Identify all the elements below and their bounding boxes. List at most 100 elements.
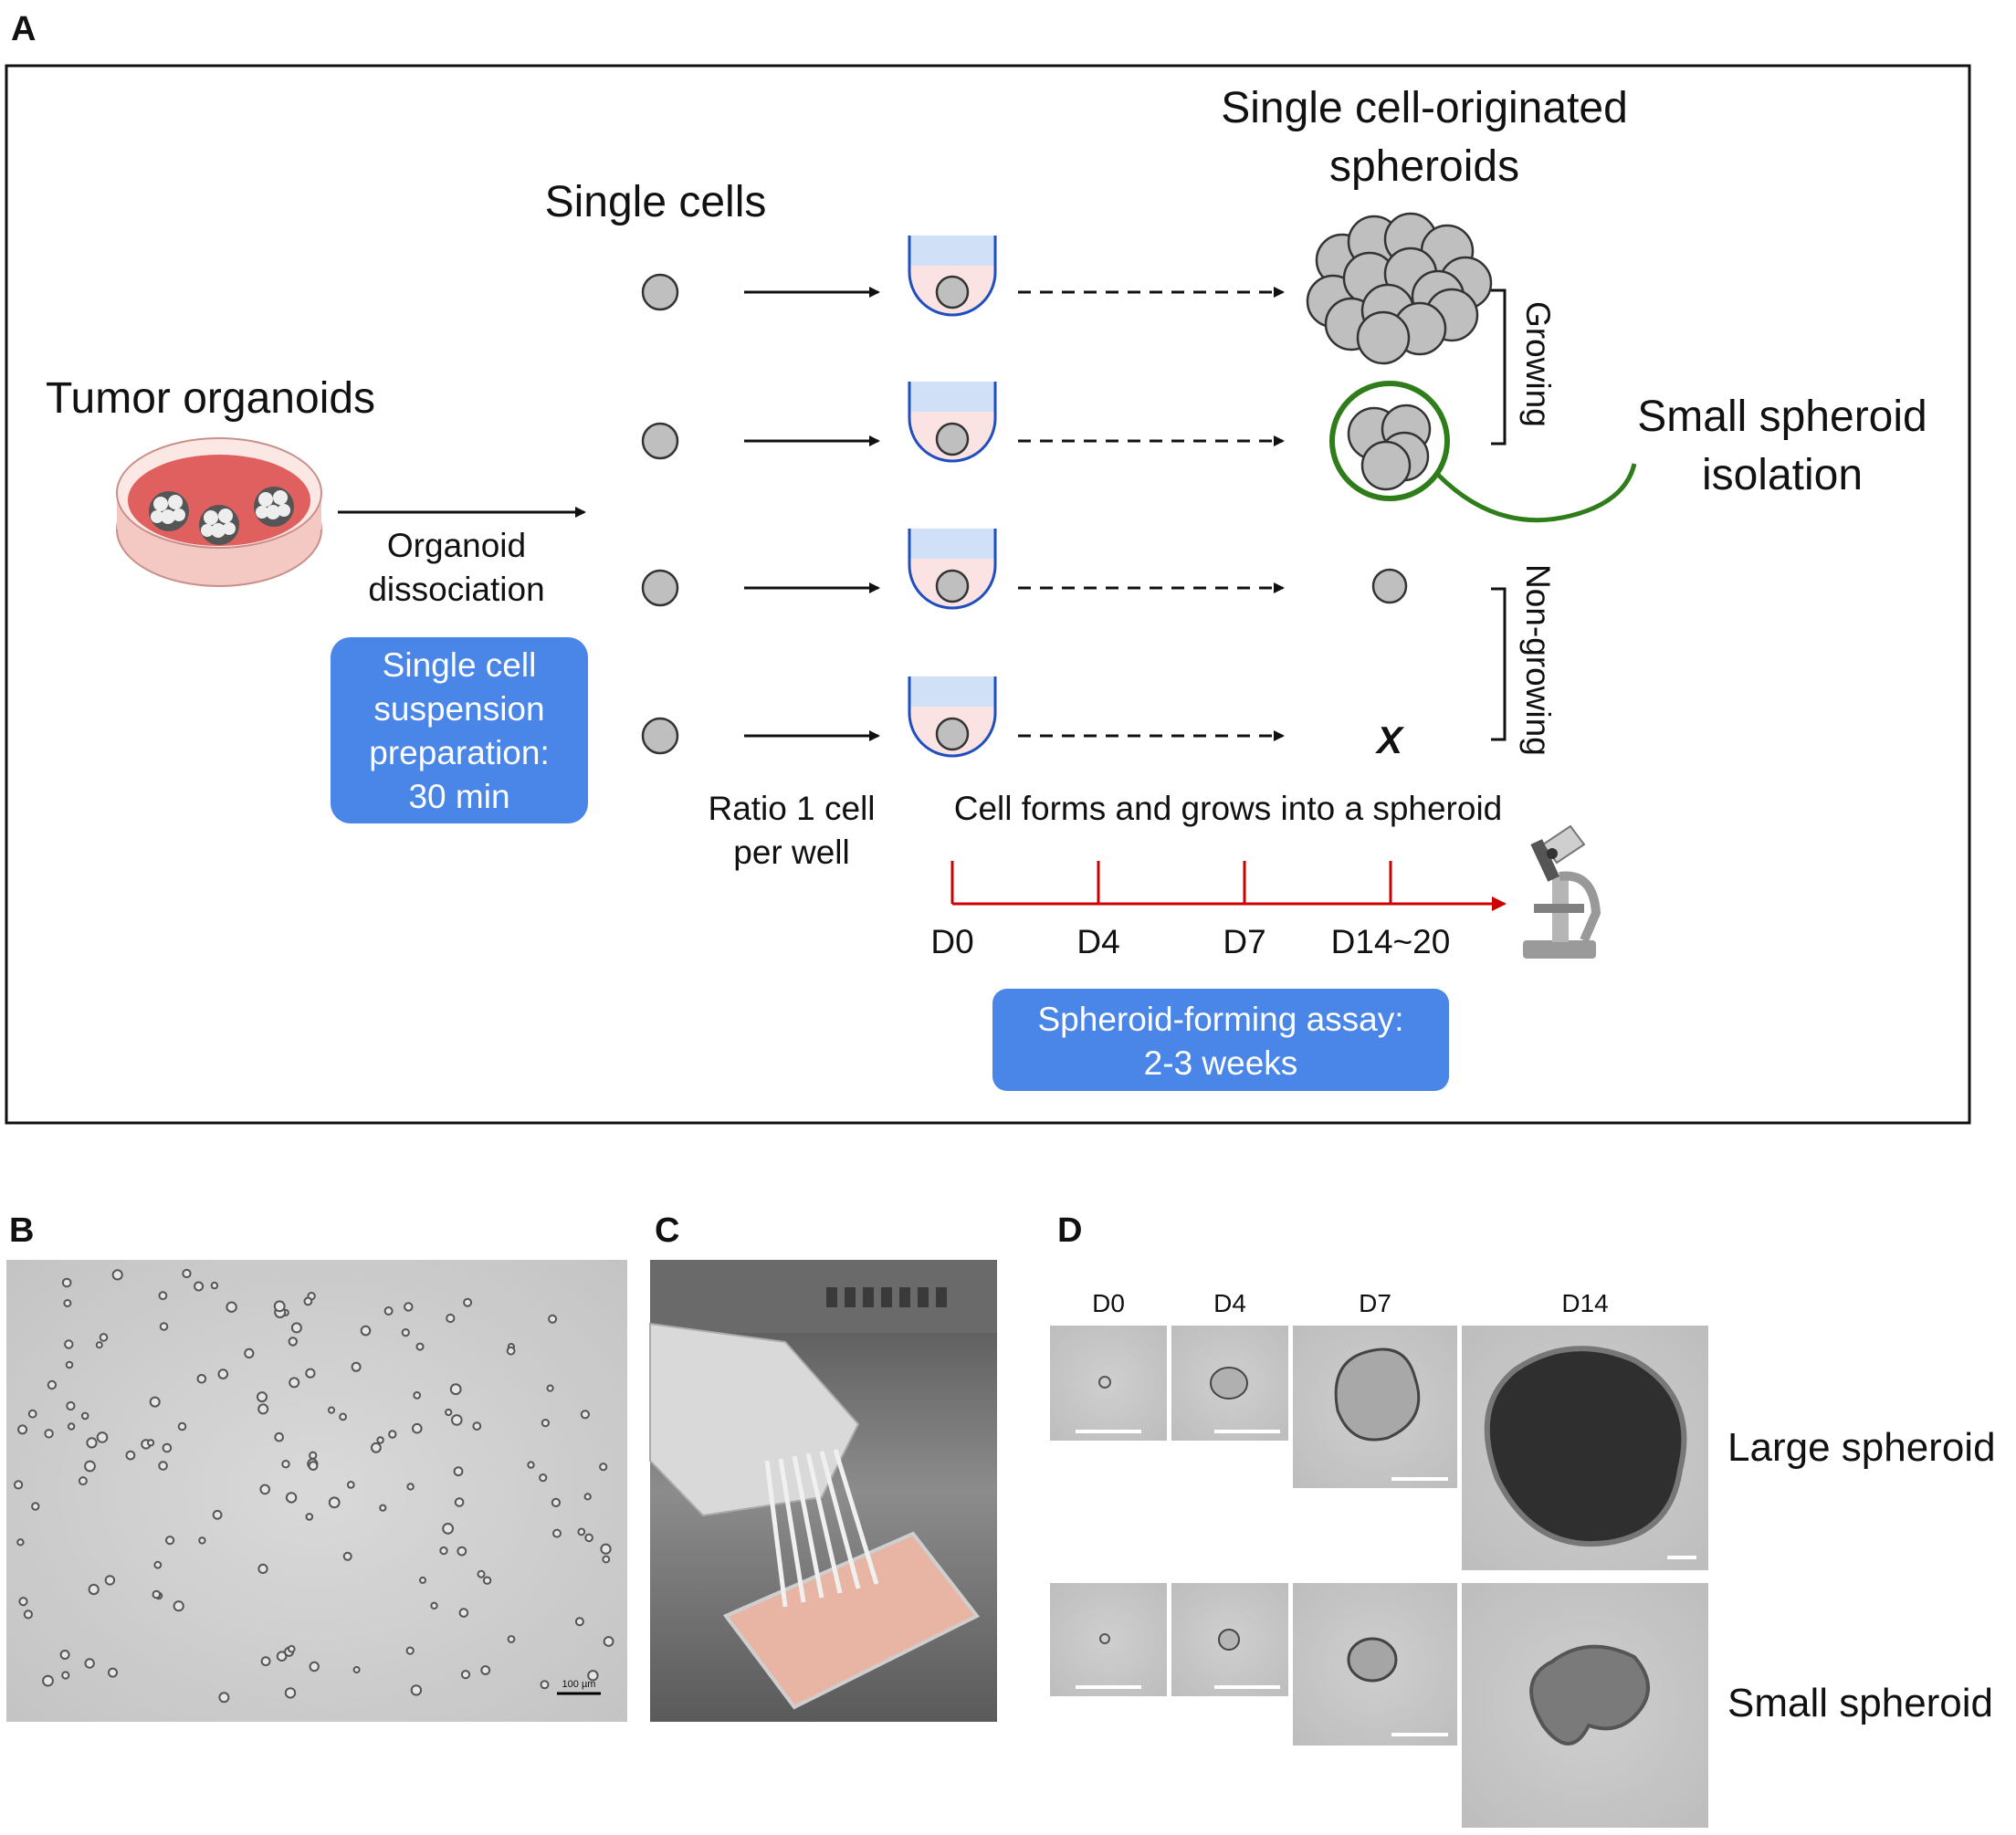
micro-tiles-large xyxy=(1050,1326,1708,1570)
assay-box-line1: Spheroid-forming assay: xyxy=(1037,1001,1403,1038)
cell-dot xyxy=(27,1409,37,1419)
spheroids-title-line2: spheroids xyxy=(1329,142,1519,191)
single-cell-row-1 xyxy=(641,236,1285,317)
cell-dot xyxy=(217,1368,229,1379)
photo-pipetting-plate xyxy=(649,1260,997,1722)
cell-dot xyxy=(406,1483,415,1491)
ratio-line2: per well xyxy=(733,834,850,871)
cell-dot xyxy=(259,1484,271,1495)
single-cell-row-4 xyxy=(641,676,1285,758)
cell-dot xyxy=(574,1617,584,1627)
timeline-day-0: D0 xyxy=(930,923,973,960)
cell-dot xyxy=(31,1502,40,1511)
cell-dot xyxy=(339,1412,348,1421)
cell-dot xyxy=(439,1546,448,1556)
cell-dot xyxy=(577,1527,586,1536)
cell-dot xyxy=(552,1528,562,1538)
cell-dot xyxy=(410,1684,423,1696)
cell-dot xyxy=(84,1658,95,1669)
cell-dot xyxy=(507,1635,516,1643)
cell-dot xyxy=(546,1384,554,1392)
cell-dot xyxy=(273,1300,286,1313)
cell-dot xyxy=(158,1461,168,1471)
cell-dot xyxy=(342,1551,352,1561)
organoid-dissociation-line1: Organoid xyxy=(387,527,526,564)
cell-dot xyxy=(388,1430,397,1439)
cell-dot xyxy=(587,1670,599,1682)
cell-dot xyxy=(551,1497,562,1508)
cell-forms-text: Cell forms and grows into a spheroid xyxy=(954,790,1503,827)
cell-dot xyxy=(413,1391,422,1400)
cell-dot xyxy=(458,1608,469,1618)
cell-dot xyxy=(99,1333,109,1342)
cell-dot xyxy=(111,1269,123,1281)
cell-dot xyxy=(104,1575,116,1586)
cell-dot xyxy=(260,1656,271,1667)
cell-dot xyxy=(257,1403,269,1415)
timeline-day-1: D4 xyxy=(1076,923,1119,960)
cell-dot xyxy=(162,1442,173,1453)
single-cell xyxy=(641,569,679,607)
cell-dot xyxy=(198,1536,206,1545)
cell-dot xyxy=(453,1466,464,1477)
cell-dot xyxy=(376,1436,384,1444)
scale-bar-label: 100 µm xyxy=(562,1679,596,1690)
cell-dot xyxy=(600,1543,612,1555)
cell-dot xyxy=(96,1431,109,1443)
cell-dot xyxy=(125,1450,136,1461)
cell-dot xyxy=(548,1314,558,1324)
cell-dot xyxy=(584,1533,593,1543)
cell-dot xyxy=(454,1497,465,1507)
cell-dot xyxy=(446,1313,456,1324)
cell-dot xyxy=(42,1674,54,1687)
well-icon xyxy=(908,676,997,758)
cell-dot xyxy=(47,1379,58,1390)
growing-label: Growing xyxy=(1519,301,1557,427)
cell-dot xyxy=(405,1646,415,1655)
single-cell xyxy=(641,717,679,755)
cell-dot xyxy=(276,1651,288,1662)
hood-vents xyxy=(826,1287,947,1307)
cell-dot xyxy=(419,1576,426,1584)
cell-dot xyxy=(457,1546,467,1557)
cell-dot xyxy=(212,1509,223,1520)
cell-dot xyxy=(583,1493,592,1501)
single-cell-row-2 xyxy=(641,382,1285,463)
cell-dot xyxy=(17,1424,28,1435)
cell-dot xyxy=(599,1463,608,1472)
cell-dot xyxy=(602,1555,611,1564)
cell-dot xyxy=(257,1391,268,1403)
timeline-day-3: D14~20 xyxy=(1331,923,1451,960)
cell-dot xyxy=(383,1306,394,1316)
cell-dot xyxy=(540,1680,550,1690)
petri-dish-icon xyxy=(116,437,322,587)
cell-dot xyxy=(288,1644,296,1653)
cell-dot xyxy=(415,1342,425,1351)
cell-dot xyxy=(84,1460,96,1473)
cell-dot xyxy=(309,1451,318,1460)
panel-d-day-3: D14 xyxy=(1561,1289,1608,1317)
cell-dot xyxy=(158,1291,168,1301)
cell-dot xyxy=(23,1610,33,1620)
cell-dot xyxy=(308,1461,319,1471)
cell-dot xyxy=(210,1281,219,1290)
cell-dots xyxy=(14,1268,614,1704)
ratio-line1: Ratio 1 cell xyxy=(708,790,875,827)
cell-dot xyxy=(379,1504,387,1512)
cell-dot xyxy=(244,1347,255,1359)
cell-dot xyxy=(309,1661,320,1672)
panel-a-frame xyxy=(5,64,1971,1125)
prep-time-box xyxy=(331,637,588,823)
single-cells-title: Single cells xyxy=(545,178,767,226)
cell-dot xyxy=(67,1422,76,1431)
single-cell xyxy=(641,422,679,460)
cell-dot xyxy=(59,1650,70,1660)
non-growing-bracket xyxy=(1491,587,1507,741)
cell-dot xyxy=(401,1328,410,1337)
micrograph-single-cells: 100 µm xyxy=(6,1260,627,1722)
cell-dot xyxy=(603,1636,614,1647)
multichannel-pipette xyxy=(649,1322,860,1517)
cell-dot xyxy=(153,1560,163,1569)
spheroids-title-line1: Single cell-originated xyxy=(1221,84,1628,132)
